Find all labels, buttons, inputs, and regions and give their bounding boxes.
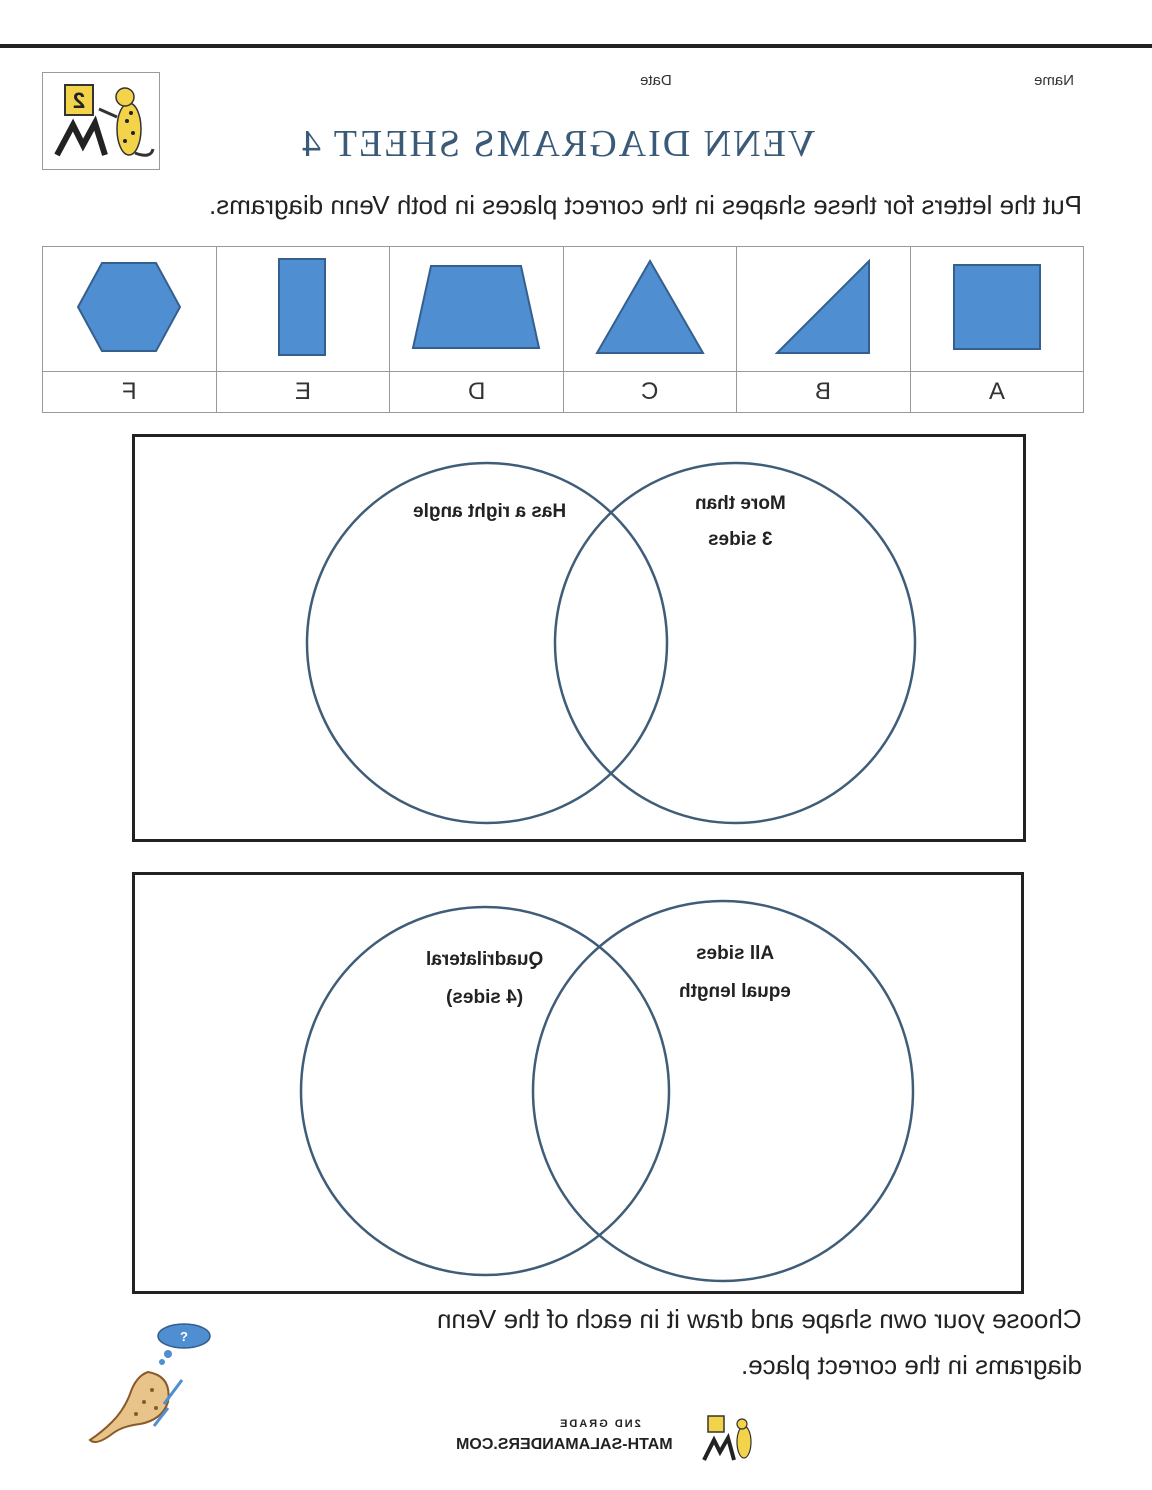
venn-2-left-circle — [299, 905, 671, 1277]
hexagon-icon — [77, 261, 182, 352]
venn-diagram-1: Has a right angle More than 3 sides — [132, 434, 1026, 842]
footer-grade: 2ND GRADE — [557, 1418, 641, 1430]
venn-2-right-label-2: equal length — [679, 981, 791, 1002]
triangle-icon — [595, 258, 705, 354]
page-title: VENN DIAGRAMS SHEET 4 — [299, 123, 816, 165]
venn-diagram-2: Quadrilateral (4 sides) All sides equal … — [132, 872, 1024, 1294]
shape-letter-c: C — [562, 371, 737, 413]
shape-letter-f: F — [42, 371, 217, 413]
shape-cell-c — [562, 246, 737, 372]
shape-cell-a — [909, 246, 1084, 372]
venn-2-circles — [299, 899, 915, 1283]
shape-letter-a: A — [909, 371, 1084, 413]
bottom-instruction-line-2: diagrams in the correct place. — [740, 1350, 1082, 1380]
venn-2-left-label-2: (4 sides) — [446, 987, 524, 1008]
venn-2-left-label-1: Quadrilateral — [426, 949, 544, 970]
date-label: Date — [640, 72, 672, 89]
venn-1-left-label: Has a right angle — [413, 501, 567, 522]
bottom-instruction-line-1: Choose your own shape and draw it in eac… — [437, 1304, 1082, 1334]
svg-text:2: 2 — [73, 88, 85, 113]
shape-letter-b: B — [736, 371, 911, 413]
top-rule — [0, 44, 1152, 48]
svg-text:?: ? — [180, 1329, 188, 1344]
footer-logo-icon — [702, 1415, 752, 1461]
right-triangle-icon — [774, 258, 871, 354]
rectangle-icon — [277, 257, 326, 356]
shape-letter-e: E — [215, 371, 390, 413]
footer-brand: 2ND GRADE MATH-SALAMANDERS.COM — [424, 1412, 764, 1466]
venn-2-right-label-1: All sides — [695, 943, 775, 964]
shape-cell-f — [42, 246, 217, 372]
venn-1-right-circle — [553, 461, 917, 825]
venn-1-circles — [305, 461, 917, 825]
venn-1-right-label-2: 3 sides — [707, 529, 773, 550]
top-instruction: Put the letters for these shapes in the … — [209, 190, 1082, 220]
venn-1-right-label-1: More than — [694, 493, 786, 514]
shape-cell-e — [215, 246, 390, 372]
venn-2-right-circle — [531, 899, 915, 1283]
logo: 2 — [42, 72, 160, 170]
shape-letter-d: D — [389, 371, 564, 413]
square-icon — [952, 263, 1041, 350]
shapes-table: F E D C B A — [42, 246, 1084, 413]
thinking-salamander-icon: ? — [88, 1323, 211, 1443]
trapezoid-icon — [412, 264, 541, 349]
name-label: Name — [1034, 72, 1075, 89]
salamander-logo-icon: 2 — [54, 84, 155, 157]
footer-site: MATH-SALAMANDERS.COM — [455, 1436, 673, 1453]
venn-1-left-circle — [305, 461, 669, 825]
shape-cell-d — [389, 246, 564, 372]
shape-cell-b — [736, 246, 911, 372]
